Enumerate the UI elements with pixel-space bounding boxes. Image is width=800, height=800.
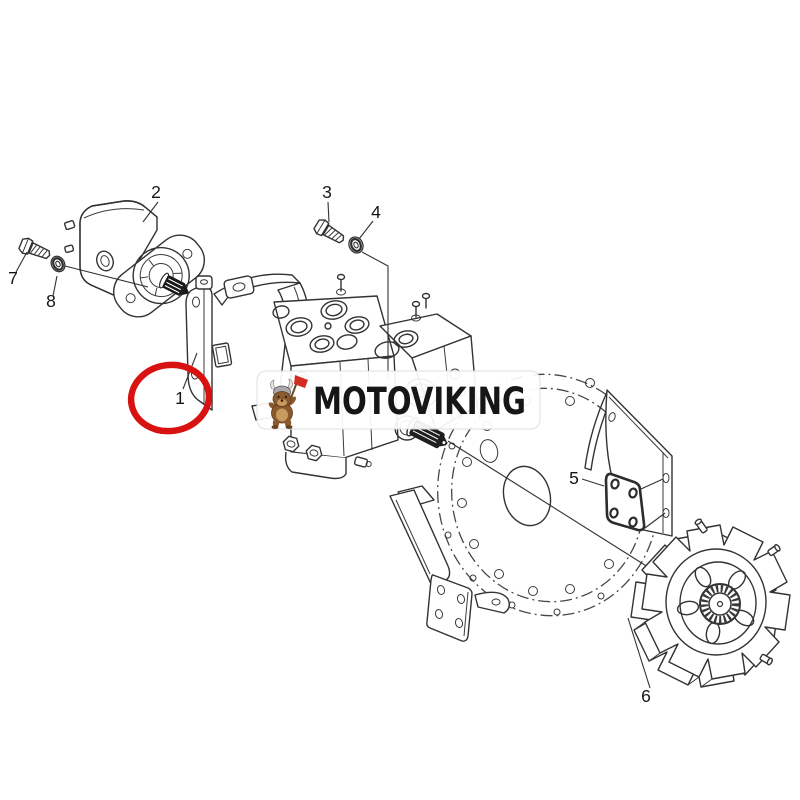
washer-part-4 — [348, 236, 364, 254]
hex-fitting — [305, 444, 323, 462]
bracket-hole — [608, 412, 616, 422]
plate-hole — [609, 507, 619, 519]
bracket-hole — [662, 508, 670, 518]
watermark: MOTOVIKING — [256, 370, 541, 430]
callout-1: 1 — [175, 388, 185, 408]
highlight-ellipse — [127, 361, 213, 435]
watermark-text: MOTOVIKING — [313, 380, 526, 423]
mounting-bracket-bottom — [389, 485, 473, 642]
leader-lines — [15, 201, 651, 689]
coupling-part-6 — [630, 518, 791, 688]
foot-hole — [434, 609, 444, 619]
housing-small-hole — [479, 439, 499, 463]
foot-hole — [454, 618, 464, 628]
callout-5: 5 — [569, 468, 579, 488]
washer-part-8 — [50, 255, 66, 273]
callout-3: 3 — [322, 182, 332, 202]
flange-bolt-hole — [125, 293, 136, 304]
bracket-foot-plate — [426, 574, 473, 642]
viking-mascot-logo — [268, 375, 308, 429]
foot-hole — [456, 594, 466, 604]
bracket-hole — [662, 473, 670, 483]
pump-nipple — [64, 244, 75, 254]
plate-hole — [628, 516, 638, 528]
hex-fitting — [282, 435, 300, 453]
pump-nipple — [63, 220, 76, 231]
callout-8: 8 — [46, 291, 56, 311]
assembly-axis-line — [447, 440, 649, 568]
flange-bolt-hole — [182, 248, 193, 259]
pump-top-ports — [272, 300, 370, 353]
plate-hole — [628, 487, 638, 499]
callout-2: 2 — [151, 182, 161, 202]
bolt-part-3 — [313, 219, 345, 244]
callout-7: 7 — [8, 268, 18, 288]
gear-pump-part-2 — [63, 200, 205, 318]
coupling-studs — [694, 518, 781, 666]
side-fitting — [353, 456, 372, 468]
callout-4: 4 — [371, 202, 381, 222]
callout-numbers: 1 2 3 4 5 6 7 8 — [8, 182, 651, 706]
housing-boss-hole — [491, 598, 501, 606]
watermark-band — [256, 370, 541, 430]
cover-plate-part-5 — [604, 472, 666, 532]
foot-hole — [436, 585, 446, 595]
pump-top-studs — [336, 273, 431, 322]
coupling-spline — [701, 585, 739, 623]
callout-6: 6 — [641, 686, 651, 706]
gear-pump-splined-shaft — [158, 272, 189, 296]
bolt-part-7 — [18, 237, 51, 260]
housing-center-hole — [502, 465, 552, 527]
plate-hole — [610, 478, 620, 490]
